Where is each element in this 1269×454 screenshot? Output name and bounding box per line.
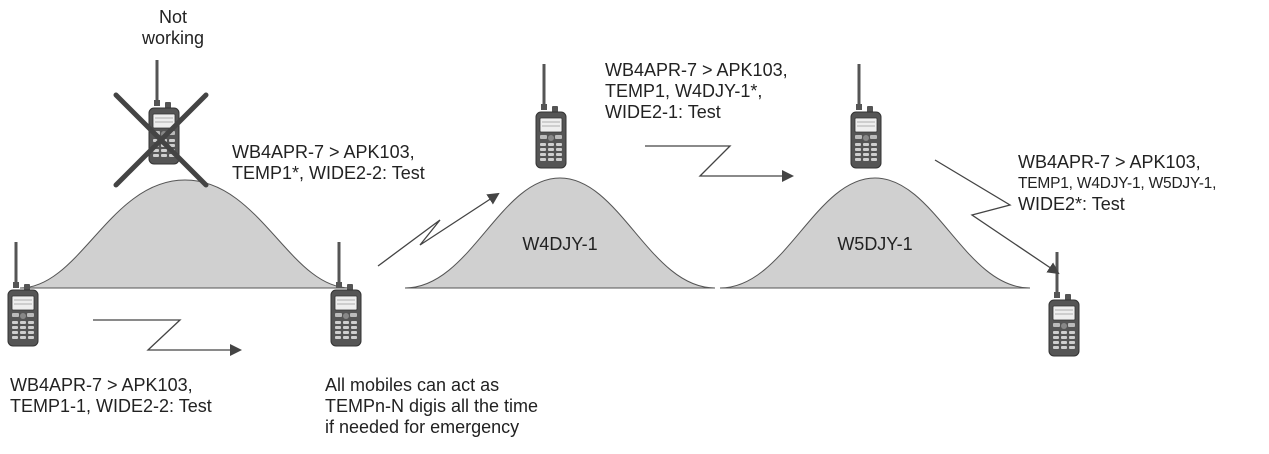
packet-hop2-line2: TEMP1, W4DJY-1*, [605, 81, 788, 102]
packet-hop3-label: WB4APR-7 > APK103, TEMP1, W4DJY-1, W5DJY… [1018, 152, 1216, 215]
packet-hop1-line2: TEMP1*, WIDE2-2: Test [232, 163, 425, 184]
packet-hop1-label: WB4APR-7 > APK103, TEMP1*, WIDE2-2: Test [232, 142, 425, 184]
mountain-w5djy-label: W5DJY-1 [837, 234, 912, 254]
transmission-arrow-3 [645, 146, 792, 176]
radio-origin-mobile-icon [8, 242, 38, 346]
radio-tempn-mobile-icon [331, 242, 361, 346]
transmission-arrow-1 [93, 320, 240, 350]
emergency-note-line1: All mobiles can act as [325, 375, 538, 396]
mountain-w4djy-label: W4DJY-1 [522, 234, 597, 254]
packet-hop1-line1: WB4APR-7 > APK103, [232, 142, 425, 163]
not-working-line1: Not [140, 7, 206, 28]
emergency-note: All mobiles can act as TEMPn-N digis all… [325, 375, 538, 438]
mountain-1 [20, 180, 350, 288]
packet-origin-line1: WB4APR-7 > APK103, [10, 375, 212, 396]
radio-digi-w5djy-icon [851, 64, 881, 168]
mountain-w5djy [720, 178, 1030, 288]
emergency-note-line3: if needed for emergency [325, 417, 538, 438]
radio-destination-mobile-icon [1049, 252, 1079, 356]
not-working-line2: working [140, 28, 206, 49]
emergency-note-line2: TEMPn-N digis all the time [325, 396, 538, 417]
packet-hop2-label: WB4APR-7 > APK103, TEMP1, W4DJY-1*, WIDE… [605, 60, 788, 123]
packet-hop3-line1: WB4APR-7 > APK103, [1018, 152, 1216, 173]
radio-digi-w4djy-icon [536, 64, 566, 168]
packet-hop2-line1: WB4APR-7 > APK103, [605, 60, 788, 81]
not-working-label: Not working [140, 7, 206, 49]
mountain-w4djy [405, 178, 715, 288]
packet-hop3-line2: TEMP1, W4DJY-1, W5DJY-1, [1018, 173, 1216, 194]
packet-hop3-line3: WIDE2*: Test [1018, 194, 1216, 215]
packet-origin-label: WB4APR-7 > APK103, TEMP1-1, WIDE2-2: Tes… [10, 375, 212, 417]
packet-origin-line2: TEMP1-1, WIDE2-2: Test [10, 396, 212, 417]
packet-hop2-line3: WIDE2-1: Test [605, 102, 788, 123]
